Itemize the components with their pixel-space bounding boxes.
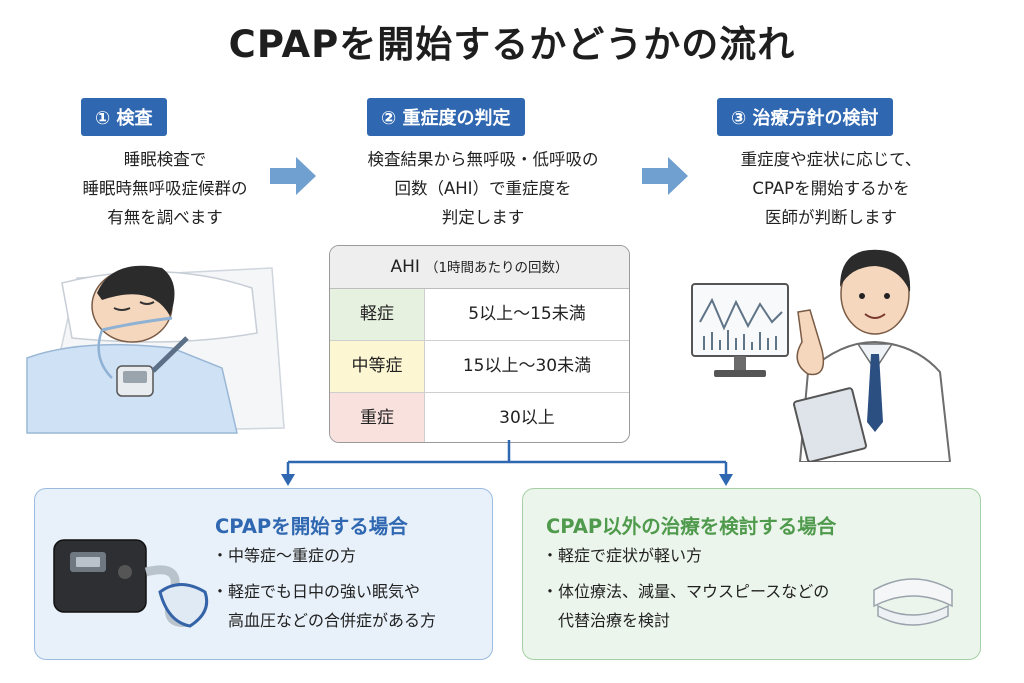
severity-cell: 軽症 (330, 289, 425, 340)
step-2-line: 判定します (441, 208, 525, 227)
step-3-description: 重症度や症状に応じて、 CPAPを開始するかを 医師が判断します (676, 145, 986, 232)
step-2-badge: ② 重症度の判定 (367, 98, 525, 136)
step-2-line: 回数（AHI）で重症度を (394, 179, 572, 198)
step-1-line: 有無を調べます (107, 208, 223, 227)
step-1-line: 睡眠時無呼吸症候群の (82, 179, 248, 198)
cpap-start-bullet: 高血圧などの合併症がある方 (228, 611, 437, 630)
step-2-description: 検査結果から無呼吸・低呼吸の 回数（AHI）で重症度を 判定します (318, 145, 648, 232)
severity-cell: 中等症 (330, 341, 425, 392)
ahi-row-mild: 軽症 5以上～15未満 (330, 289, 629, 341)
ahi-table: AHI （1時間あたりの回数） 軽症 5以上～15未満 中等症 15以上～30未… (329, 245, 630, 443)
step-1-description: 睡眠検査で 睡眠時無呼吸症候群の 有無を調べます (20, 145, 310, 232)
ahi-table-header: AHI （1時間あたりの回数） (330, 246, 629, 289)
alternative-treatment-bullet: ・軽症で症状が軽い方 (542, 546, 703, 565)
right-arrow-icon (270, 157, 316, 195)
doctor-illustration (691, 249, 952, 462)
alternative-treatment-title: CPAP以外の治療を検討する場合 (546, 515, 837, 538)
ahi-row-severe: 重症 30以上 (330, 393, 629, 442)
step-2-line: 検査結果から無呼吸・低呼吸の (367, 150, 599, 169)
alternative-treatment-bullet: ・体位療法、減量、マウスピースなどの (542, 582, 830, 601)
step-1-badge: ① 検査 (81, 98, 167, 136)
cpap-machine-illustration (53, 539, 209, 628)
step-3-line: 重症度や症状に応じて、 (740, 150, 922, 169)
step-3-badge: ③ 治療方針の検討 (717, 98, 893, 136)
range-cell: 30以上 (499, 408, 555, 428)
severity-cell: 重症 (330, 393, 425, 442)
alternative-treatment-box (522, 488, 981, 660)
sleeping-patient-illustration (26, 265, 285, 434)
step-1-line: 睡眠検査で (123, 150, 207, 169)
branch-connector (281, 440, 733, 486)
ahi-header-main: AHI (390, 257, 420, 277)
right-arrow-icon (642, 157, 688, 195)
step-3-line: 医師が判断します (765, 208, 897, 227)
range-cell: 5以上～15未満 (468, 304, 586, 324)
range-cell: 15以上～30未満 (462, 356, 592, 376)
cpap-start-title: CPAPを開始する場合 (215, 515, 408, 538)
step-3-line: CPAPを開始するかを (752, 179, 910, 198)
page-title: CPAPを開始するかどうかの流れ (228, 23, 796, 66)
cpap-start-bullet: ・軽症でも日中の強い眠気や (212, 582, 421, 601)
alternative-treatment-bullet: 代替治療を検討 (558, 611, 671, 630)
ahi-header-sub: （1時間あたりの回数） (424, 260, 569, 276)
ahi-row-moderate: 中等症 15以上～30未満 (330, 341, 629, 393)
mouthpiece-illustration (873, 578, 953, 626)
cpap-start-bullet: ・中等症～重症の方 (212, 546, 357, 565)
